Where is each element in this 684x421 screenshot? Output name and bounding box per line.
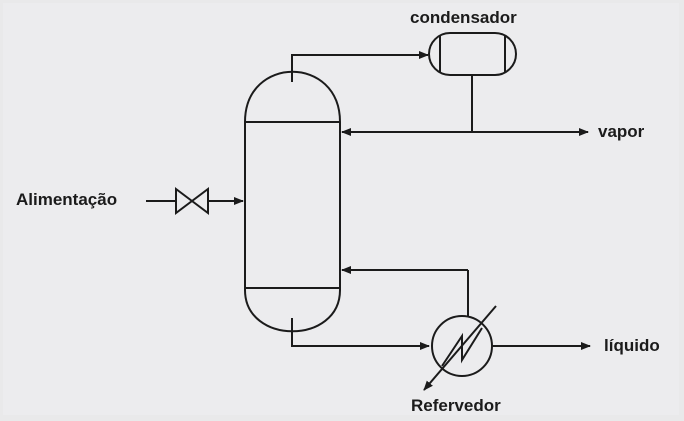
feed-valve-icon xyxy=(175,187,209,215)
reboiler-coil-icon xyxy=(441,327,483,367)
overhead-vapor-line xyxy=(291,51,429,82)
vapor-label: vapor xyxy=(598,122,645,141)
reboiler-heat-line xyxy=(423,305,497,391)
bottoms-line xyxy=(291,318,430,350)
reboiler-label: Refervedor xyxy=(411,396,501,415)
feed-label: Alimentação xyxy=(16,190,118,209)
condenser-label: condensador xyxy=(410,8,517,27)
liquid-label: líquido xyxy=(604,336,660,355)
distillation-column xyxy=(244,70,341,333)
